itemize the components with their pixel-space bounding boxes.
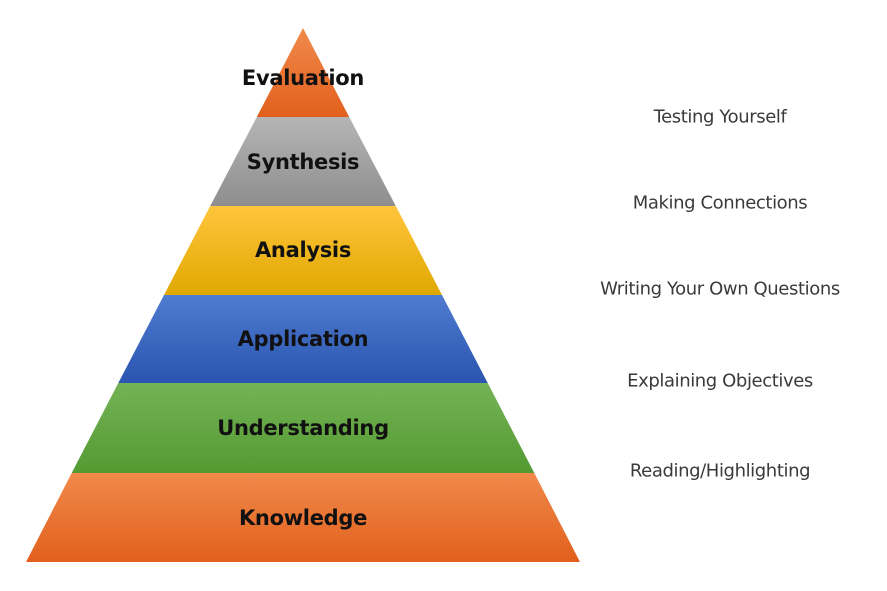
tier-knowledge-shape xyxy=(26,473,580,562)
tier-label-understanding: Understanding xyxy=(217,416,389,440)
tier-label-synthesis: Synthesis xyxy=(246,150,360,174)
tier-label-evaluation: Evaluation xyxy=(241,66,365,90)
strategy-making-connections: Making Connections xyxy=(632,192,808,214)
tier-label-application: Application xyxy=(237,327,369,351)
tier-understanding-shape xyxy=(71,383,535,473)
tier-evaluation-shape xyxy=(256,28,350,117)
tier-synthesis-shape xyxy=(210,117,396,206)
tier-label-analysis: Analysis xyxy=(254,238,352,262)
strategy-reading-highlighting: Reading/Highlighting xyxy=(629,460,811,482)
tier-analysis-shape xyxy=(164,206,442,295)
strategy-writing-questions: Writing Your Own Questions xyxy=(600,278,840,300)
tier-label-knowledge: Knowledge xyxy=(238,506,368,530)
tier-application-shape xyxy=(118,295,488,383)
strategy-testing-yourself: Testing Yourself xyxy=(653,106,787,128)
strategy-explaining-objectives: Explaining Objectives xyxy=(627,370,813,392)
